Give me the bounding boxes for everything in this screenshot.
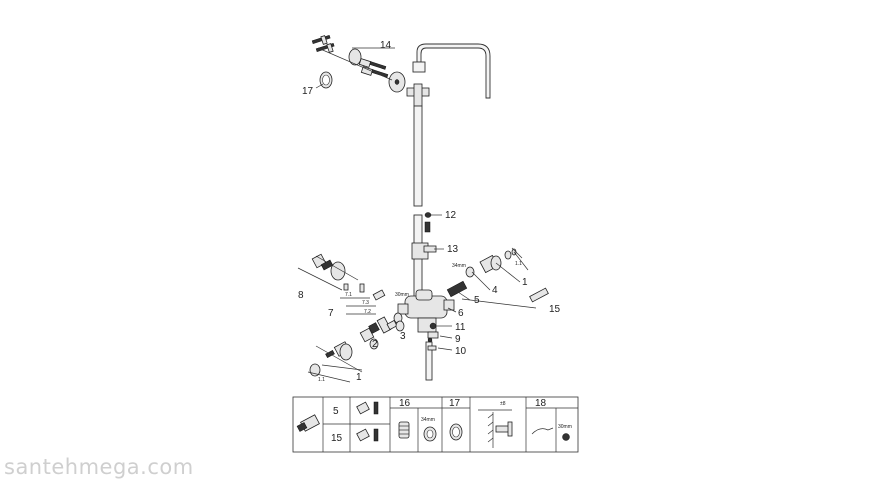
callout-17: 17 (302, 86, 314, 97)
table-col-16: 16 (399, 398, 411, 409)
callout-9: 9 (455, 334, 461, 345)
callout-34mm: 34mm (452, 263, 466, 269)
callout-14: 14 (380, 40, 392, 51)
left-connection-parts (297, 253, 405, 383)
callout-15: 15 (549, 304, 561, 315)
callout-3: 3 (400, 331, 406, 342)
watermark: santehmega.com (4, 455, 194, 479)
callout-7-1: 7.1 (345, 292, 352, 298)
table-size-30mm: 30mm (558, 424, 572, 430)
callout-1-left: 1 (356, 372, 362, 383)
callout-12: 12 (445, 210, 457, 221)
right-connection-parts (446, 247, 549, 309)
callout-7-3: 7.3 (362, 300, 369, 306)
shower-arm (406, 43, 491, 107)
callout-7-2: 7.2 (364, 309, 371, 315)
lower-connection-parts (427, 322, 453, 351)
callout-13: 13 (447, 244, 459, 255)
table-size-34mm: 34mm (421, 417, 435, 423)
shower-slider (411, 212, 444, 260)
callout-1-1-right: 1.1 (515, 261, 522, 267)
table-row-5: 5 (333, 406, 339, 417)
callout-11: 11 (455, 322, 466, 333)
callout-1-1-left: 1.1 (318, 377, 325, 383)
table-col-18: 18 (535, 398, 547, 409)
callout-2: 2 (372, 339, 378, 350)
callout-6: 6 (458, 308, 464, 319)
table-row-15: 15 (331, 433, 343, 444)
callout-4: 4 (492, 285, 498, 296)
callout-1-right: 1 (522, 277, 528, 288)
wall-bracket-parts (311, 34, 406, 93)
table-arrow-label: ±8 (500, 401, 506, 407)
callout-7: 7 (328, 308, 334, 319)
callout-10: 10 (455, 346, 467, 357)
callout-8: 8 (298, 290, 304, 301)
callout-30mm: 30mm (395, 292, 409, 298)
table-col-17: 17 (449, 398, 461, 409)
spare-parts-table: 5 15 16 34mm 17 ±8 18 30mm (292, 396, 579, 453)
callout-5: 5 (474, 295, 480, 306)
